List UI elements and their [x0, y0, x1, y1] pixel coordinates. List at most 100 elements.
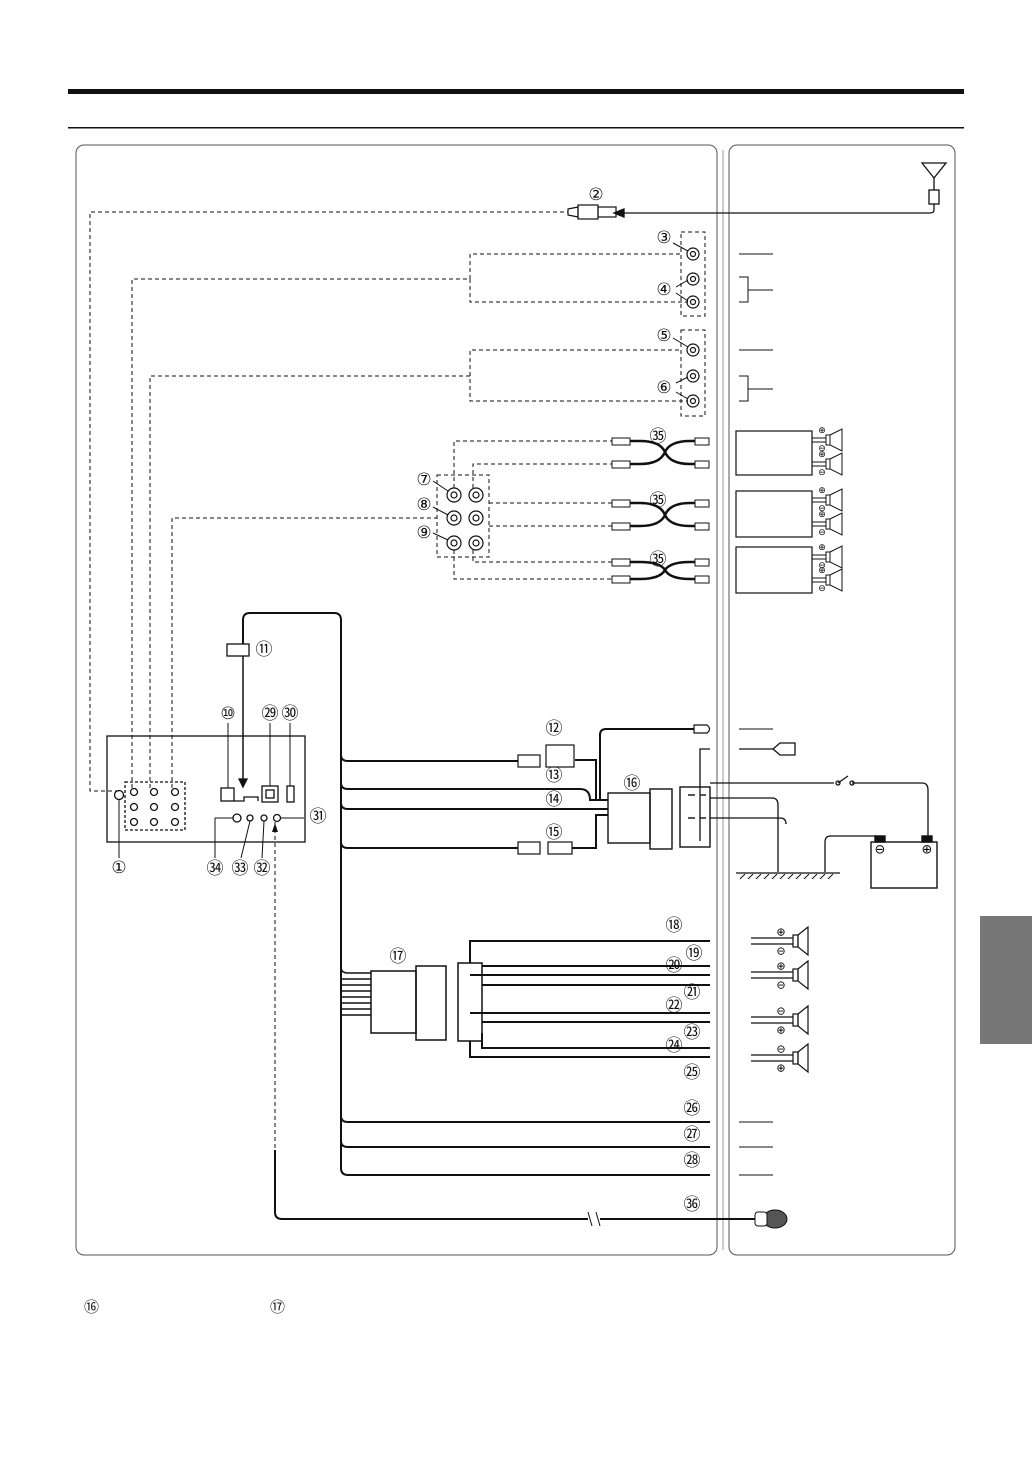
amp-speaker-a6: ⊕⊖ — [812, 566, 843, 594]
speaker-rear-left-sign-b: ⊕ — [776, 1024, 785, 1037]
harness-wires — [242, 612, 710, 1176]
dashed-signal-lines — [89, 211, 706, 1150]
vehicle-speaker-group: ⊕⊖⊕⊖⊖⊕⊖⊕ — [751, 926, 809, 1075]
port-10-bracket — [234, 796, 259, 802]
callout-27: ㉗ — [684, 1125, 701, 1145]
amp-speaker-a5-plus: ⊕ — [818, 543, 826, 553]
footnote-17: ⑰ — [270, 1299, 286, 1316]
amp-speaker-a1-minus: ⊖ — [818, 444, 826, 454]
header-thin-rule — [68, 127, 964, 129]
rca-extension-cables — [630, 439, 695, 581]
callout-36: ㊱ — [684, 1195, 701, 1215]
callout-22: ㉒ — [666, 996, 683, 1016]
callout-35a: ㉟ — [650, 427, 667, 447]
callout-31: ㉛ — [310, 807, 327, 827]
amp-speaker-a6-plus: ⊕ — [818, 566, 826, 576]
callout-35c: ㉟ — [650, 550, 667, 570]
vehicle-antenna — [612, 162, 948, 218]
callout-21: ㉑ — [684, 983, 701, 1003]
port-30 — [286, 785, 295, 803]
speaker-front-left-sign-b: ⊖ — [776, 945, 785, 958]
amp-speaker-group: ⊕⊖⊕⊖⊕⊖⊕⊖⊕⊖⊕⊖ — [812, 426, 843, 594]
microphone-cable — [272, 823, 755, 1227]
section-tab — [980, 916, 1032, 1044]
speaker-front-right: ⊕⊖ — [751, 960, 809, 992]
speaker-rear-right-sign-a: ⊖ — [776, 1043, 785, 1056]
callout-12: ⑫ — [546, 719, 563, 739]
callout-16: ⑯ — [624, 774, 641, 794]
reference-lines — [739, 253, 773, 1176]
speaker-front-right-sign-b: ⊖ — [776, 979, 785, 992]
callout-1: ① — [111, 858, 126, 878]
amp-speaker-a3: ⊕⊖ — [812, 486, 843, 514]
callout-3: ③ — [656, 228, 671, 248]
speaker-rear-right-sign-b: ⊕ — [776, 1062, 785, 1075]
speaker-front-left-sign-a: ⊕ — [776, 926, 785, 939]
callout-9: ⑨ — [416, 523, 431, 543]
header-thick-rule — [68, 89, 964, 94]
amp-speaker-a6-minus: ⊖ — [818, 584, 826, 594]
callout-30: ㉚ — [282, 704, 299, 724]
rca-socket-leaders — [432, 242, 689, 541]
speaker-front-left: ⊕⊖ — [751, 926, 809, 958]
amp-speaker-a1-plus: ⊕ — [818, 426, 826, 436]
rca-sockets — [446, 247, 700, 551]
antenna-input-jack — [113, 789, 125, 801]
ai-net-port — [220, 787, 235, 802]
port-29 — [261, 785, 279, 803]
callout-28: ㉘ — [684, 1151, 701, 1171]
callout-25: ㉕ — [684, 1063, 701, 1083]
amp-speaker-a4-minus: ⊖ — [818, 528, 826, 538]
speaker-front-right-sign-a: ⊕ — [776, 960, 785, 973]
callout-2: ② — [588, 185, 603, 205]
amp-speaker-a4: ⊕⊖ — [812, 510, 843, 538]
callout-6: ⑥ — [656, 378, 671, 398]
vehicle-power-wires — [699, 742, 929, 874]
battery-icon — [870, 835, 938, 889]
antenna-plug — [567, 204, 617, 220]
speaker-rear-left-sign-a: ⊖ — [776, 1005, 785, 1018]
callout-5: ⑤ — [656, 326, 671, 346]
amplifiers — [735, 430, 813, 594]
callout-14: ⑭ — [546, 790, 563, 810]
amp-speaker-a5-minus: ⊖ — [818, 561, 826, 571]
amp-speaker-a4-plus: ⊕ — [818, 510, 826, 520]
jack-34 — [232, 813, 242, 823]
rca-plugs — [611, 437, 710, 584]
amp-speaker-a2: ⊕⊖ — [812, 450, 843, 478]
speaker-rear-right: ⊖⊕ — [751, 1043, 809, 1075]
amp-speaker-a3-minus: ⊖ — [818, 504, 826, 514]
callout-8: ⑧ — [416, 495, 431, 515]
jack-31 — [272, 813, 282, 823]
callout-32: ㉜ — [254, 859, 271, 879]
battery-minus-sign: ⊖ — [875, 843, 886, 858]
head-unit-body — [106, 735, 306, 843]
amp-speaker-a5: ⊕⊖ — [812, 543, 843, 571]
callout-23: ㉓ — [684, 1023, 701, 1043]
amp-speaker-a2-plus: ⊕ — [818, 450, 826, 460]
power-connector-16 — [607, 786, 711, 850]
callout-33: ㉝ — [232, 859, 249, 879]
callout-29: ㉙ — [262, 704, 279, 724]
vehicle-panel — [728, 144, 956, 1256]
callout-11: ⑪ — [256, 640, 273, 660]
footnote-16: ⑯ — [84, 1299, 100, 1316]
callout-4: ④ — [656, 280, 671, 300]
callout-15: ⑮ — [546, 823, 563, 843]
head-unit-leaders — [118, 723, 304, 859]
battery-plus-sign: ⊕ — [922, 843, 933, 858]
inline-connectors — [517, 724, 711, 855]
callout-35b: ㉟ — [650, 491, 667, 511]
callout-10: ⑩ — [220, 704, 235, 724]
rca-jack-group-box — [124, 781, 186, 831]
ai-net-connector — [226, 643, 250, 789]
speaker-harness-17 — [340, 962, 483, 1042]
speaker-rear-left: ⊖⊕ — [751, 1005, 809, 1037]
main-panel — [75, 144, 718, 1256]
callout-20: ⑳ — [666, 956, 683, 976]
port-29-inner — [265, 789, 275, 799]
amp-speaker-a1: ⊕⊖ — [812, 426, 843, 454]
